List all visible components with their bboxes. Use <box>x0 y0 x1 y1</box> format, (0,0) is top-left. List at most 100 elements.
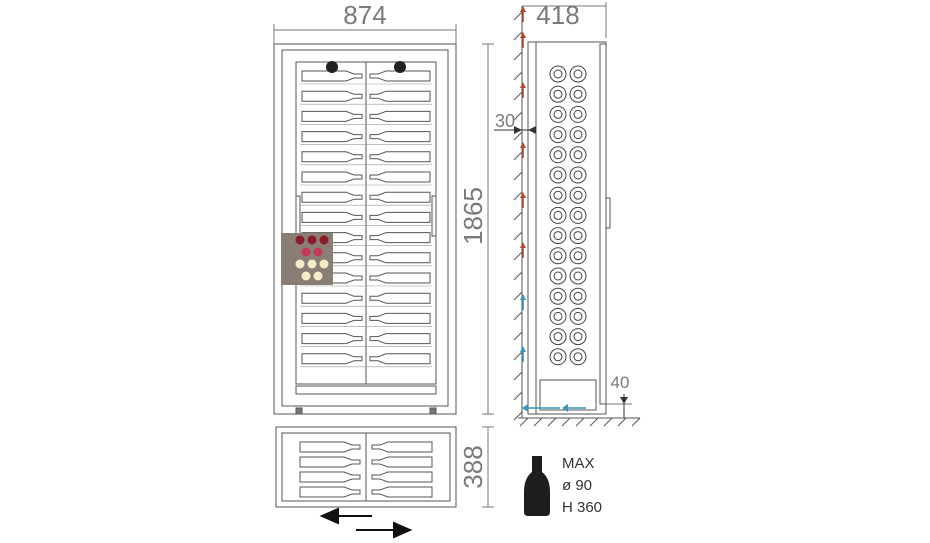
hatch-line <box>519 417 529 427</box>
width-dimension: 874 <box>273 0 457 44</box>
bottle-outline <box>301 333 363 345</box>
bottle-end-inner <box>553 190 563 200</box>
vent-arrow-head <box>522 404 528 412</box>
bottle-end-inner <box>573 231 583 241</box>
vent-arrow-head <box>520 242 526 248</box>
bottle-outline <box>369 70 431 82</box>
vent-arrow-head <box>562 404 568 412</box>
bottle-outline <box>299 441 361 453</box>
side-view <box>527 41 611 415</box>
drawer-bottles <box>299 441 433 498</box>
hatch-line <box>513 191 523 201</box>
floor-hatching <box>519 417 641 427</box>
depth-dimension: 418 <box>522 0 607 38</box>
bottle-end-inner <box>573 170 583 180</box>
bottle-end-inner <box>553 69 563 79</box>
hatch-line <box>513 131 523 141</box>
hatch-line <box>513 51 523 61</box>
rear-gap-dimension: 30 <box>494 111 536 134</box>
width-label: 874 <box>343 0 386 30</box>
left-foot <box>295 407 303 415</box>
bottle-outline <box>301 131 363 143</box>
drawer-view <box>275 426 457 508</box>
depth-label: 418 <box>536 0 579 30</box>
bottle-outline <box>371 471 433 483</box>
logo-dot <box>313 271 323 281</box>
bottle-end-inner <box>553 109 563 119</box>
hatch-line <box>603 417 613 427</box>
bottle-end-inner <box>553 352 563 362</box>
bottle-end-inner <box>573 271 583 281</box>
bottle-outline <box>369 232 431 244</box>
bottle-end-inner <box>573 69 583 79</box>
bottle-end-inner <box>573 311 583 321</box>
wall-hatching <box>513 11 523 421</box>
logo-dot <box>319 235 329 245</box>
bottle-outline <box>301 171 363 183</box>
drawer-height-dimension: 388 <box>458 426 494 508</box>
bottle-end-inner <box>573 210 583 220</box>
bottle-outline <box>369 272 431 284</box>
logo-dot <box>301 271 311 281</box>
hatch-line <box>513 371 523 381</box>
right-handle <box>431 195 437 237</box>
hatch-line <box>513 251 523 261</box>
bottle-end-inner <box>553 332 563 342</box>
logo-dot <box>319 259 329 269</box>
bottle-outline <box>301 312 363 324</box>
hatch-line <box>513 291 523 301</box>
bottle-end-inner <box>553 291 563 301</box>
bottle-outline <box>369 131 431 143</box>
bottle-end-inner <box>573 109 583 119</box>
wine-logo-icon <box>281 233 333 285</box>
bottle-outline <box>369 312 431 324</box>
floor-clearance-label: 40 <box>611 373 630 392</box>
bottom-grille <box>295 385 437 395</box>
front-view <box>273 43 457 415</box>
bottle-outline <box>369 292 431 304</box>
height-dimension: 1865 <box>458 43 494 415</box>
bottle-max-label: MAX <box>562 455 595 472</box>
slide-arrows-icon <box>319 507 413 539</box>
floor-clearance-dimension: 40 <box>606 373 632 418</box>
bottle-outline <box>371 456 433 468</box>
hatch-line <box>513 171 523 181</box>
bottle-outline <box>299 471 361 483</box>
bottle-diameter: ø 90 <box>562 477 592 494</box>
bottle-outline <box>301 90 363 102</box>
bottle-outline <box>301 211 363 223</box>
logo-dot <box>307 235 317 245</box>
hatch-line <box>513 91 523 101</box>
vent-arrow-head <box>520 6 526 12</box>
logo-dot <box>301 247 311 257</box>
bottle-end-inner <box>573 291 583 301</box>
vent-arrow-head <box>520 82 526 88</box>
bottle-end-inner <box>553 311 563 321</box>
vent-arrow-icon <box>520 6 586 412</box>
hatch-line <box>533 417 543 427</box>
hatch-line <box>513 11 523 21</box>
bottle-end-inner <box>553 170 563 180</box>
side-handle <box>605 197 611 229</box>
cabinet-outline <box>273 43 457 415</box>
hatch-line <box>513 411 523 421</box>
bottle-outline <box>369 110 431 122</box>
bottle-spec: MAX ø 90 H 360 <box>524 455 602 516</box>
front-bottles <box>301 70 431 365</box>
bottle-icon <box>524 456 550 516</box>
bottle-end-inner <box>573 150 583 160</box>
bottle-outline <box>299 486 361 498</box>
cabinet-inner-frame <box>281 49 449 407</box>
bottle-end-inner <box>573 190 583 200</box>
logo-dot <box>295 235 305 245</box>
bottle-outline <box>301 110 363 122</box>
bottle-outline <box>299 456 361 468</box>
side-outline <box>527 41 607 415</box>
bottle-end-inner <box>553 150 563 160</box>
hatch-line <box>513 311 523 321</box>
hatch-line <box>513 351 523 361</box>
bottle-outline <box>369 333 431 345</box>
bottle-end-inner <box>553 231 563 241</box>
vent-arrow-head <box>520 346 526 352</box>
